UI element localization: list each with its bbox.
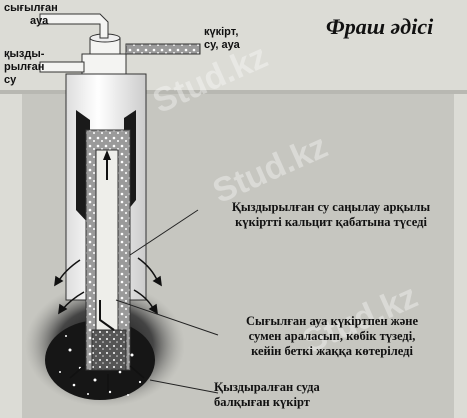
label-heated-water: қызды- рылған су — [4, 48, 45, 86]
leader-lines — [115, 209, 219, 394]
water-inlet-pipe — [39, 61, 85, 73]
label-sulfur-out: күкірт, су, ауа — [204, 26, 240, 51]
flow-arrows — [54, 257, 162, 392]
ground-surface — [0, 90, 467, 94]
wellhead-collar — [81, 53, 127, 75]
sulfur-outlet-pipe — [125, 43, 201, 55]
sulfur-particles — [59, 335, 142, 396]
description-water-entry: Қыздырылған су саңылау арқылы күкіртті к… — [231, 200, 431, 229]
description-foam-rise: Сығылған ауа күкіртпен және сумен аралас… — [245, 314, 419, 358]
description-molten-sulfur: Қыздыралған суда балқыған күкірт — [214, 380, 320, 409]
label-compressed-air: сығылған ауа — [4, 2, 58, 27]
air-inlet-pipe — [39, 13, 109, 39]
page-title: Фраш әдісі — [326, 14, 434, 39]
